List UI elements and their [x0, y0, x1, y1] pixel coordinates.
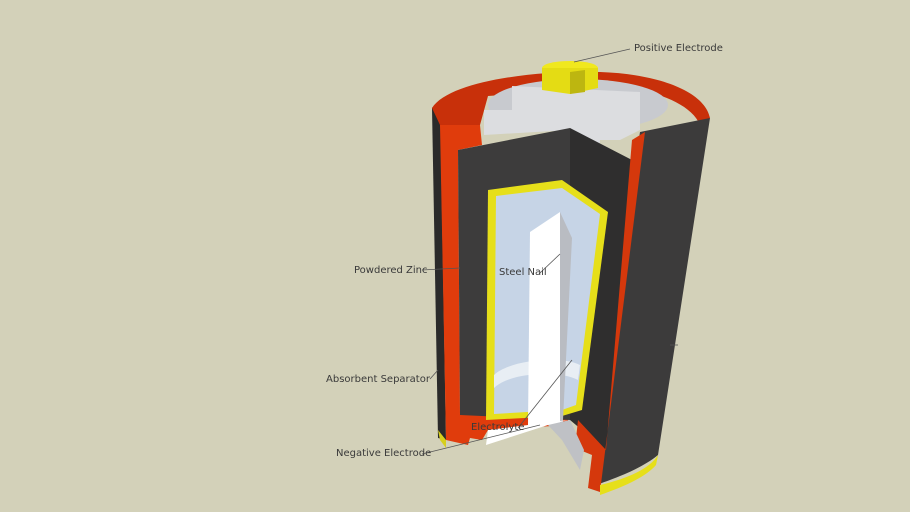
steel-nail-side — [560, 212, 572, 440]
label-absorbent-separator: Absorbent Separator — [326, 374, 430, 385]
red-layer-right — [575, 132, 645, 492]
bottom-yellow-edge — [600, 455, 658, 495]
top-terminal-base — [484, 86, 640, 160]
outer-casing-left — [432, 100, 446, 440]
label-electrolyte: Electrolyte — [471, 422, 525, 433]
leader-lines — [421, 48, 678, 455]
label-steel-nail: Steel Nail — [499, 267, 547, 278]
bottom-yellow-edge-left — [438, 430, 446, 448]
outer-casing-right — [592, 118, 710, 485]
red-top-ring — [432, 71, 710, 125]
label-positive-electrode: Positive Electrode — [634, 43, 723, 54]
positive-terminal-side — [570, 70, 585, 94]
steel-nail-front — [528, 212, 560, 425]
bottom-floor — [486, 420, 568, 445]
label-negative-electrode: Negative Electrode — [336, 448, 432, 459]
label-powdered-zinc: Powdered Zinc — [354, 265, 428, 276]
cut-face-grey — [548, 420, 584, 470]
